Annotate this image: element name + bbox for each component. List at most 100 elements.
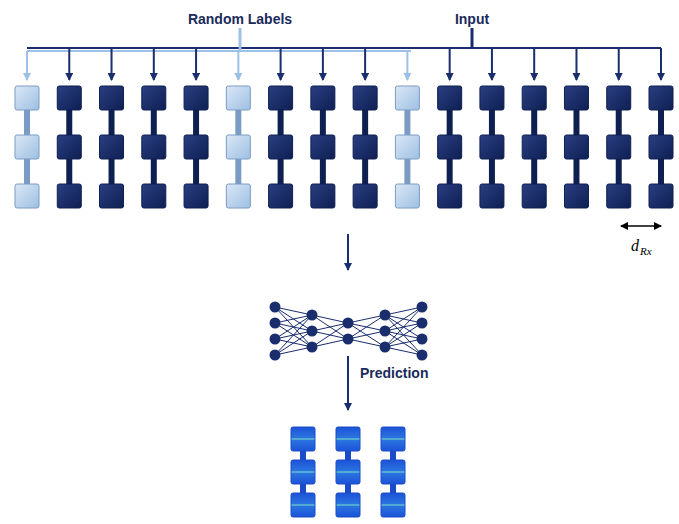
feed-arrow — [575, 48, 577, 80]
patch-square — [522, 184, 546, 208]
patch-square — [100, 135, 124, 159]
patch-square — [353, 184, 377, 208]
patch-square — [269, 86, 293, 110]
network-weight — [385, 323, 422, 347]
patch-square — [269, 135, 293, 159]
patch-square — [142, 184, 166, 208]
patch-square — [522, 86, 546, 110]
patch-square — [100, 184, 124, 208]
patch-square — [649, 135, 673, 159]
patch-square — [564, 184, 588, 208]
patch-square — [607, 135, 631, 159]
label-trunk — [239, 28, 242, 51]
feed-arrow — [322, 48, 324, 80]
flow-arrow — [347, 356, 349, 410]
feed-arrow — [26, 51, 28, 80]
network-weight — [385, 315, 422, 355]
patch-square — [649, 184, 673, 208]
network-weight — [275, 307, 312, 347]
patch-square — [15, 86, 39, 110]
patch-square — [395, 135, 419, 159]
network-weight — [348, 339, 385, 347]
network-neuron — [270, 334, 281, 345]
network-neuron — [380, 310, 391, 321]
patch-square — [522, 135, 546, 159]
patch-square — [226, 184, 250, 208]
network-weight — [348, 331, 385, 339]
network-neuron — [270, 302, 281, 313]
patch-square — [291, 493, 315, 517]
network-weight — [385, 339, 422, 347]
patch-square — [353, 135, 377, 159]
patch-square — [142, 135, 166, 159]
network-neuron — [380, 342, 391, 353]
patch-square — [381, 427, 405, 451]
feed-arrow — [364, 48, 366, 80]
network-neuron — [380, 326, 391, 337]
patch-square — [269, 184, 293, 208]
patch-square — [311, 86, 335, 110]
patch-square — [438, 135, 462, 159]
network-weight — [385, 307, 422, 347]
patch-square — [381, 460, 405, 484]
patch-square — [395, 86, 419, 110]
patch-square — [480, 86, 504, 110]
feed-arrow — [153, 48, 155, 80]
network-neuron — [307, 342, 318, 353]
patch-square — [480, 135, 504, 159]
patch-square — [607, 184, 631, 208]
feed-arrow — [533, 48, 535, 80]
feed-arrow — [660, 48, 662, 80]
step-label: Prediction — [360, 366, 428, 380]
patch-square — [438, 184, 462, 208]
patch-square — [381, 493, 405, 517]
network-neuron — [270, 350, 281, 361]
patch-square — [15, 184, 39, 208]
network-neuron — [270, 318, 281, 329]
network-neuron — [307, 326, 318, 337]
network-weight — [348, 315, 385, 339]
patch-square — [353, 86, 377, 110]
patch-square — [184, 135, 208, 159]
dimension-label: d — [631, 238, 639, 254]
patch-square — [480, 184, 504, 208]
patch-square — [226, 86, 250, 110]
patch-square — [57, 86, 81, 110]
network-neuron — [343, 318, 354, 329]
patch-square — [649, 86, 673, 110]
label-bus — [27, 50, 411, 52]
patch-square — [226, 135, 250, 159]
patch-square — [336, 493, 360, 517]
network-neuron — [307, 310, 318, 321]
patch-square — [336, 427, 360, 451]
patch-square — [57, 135, 81, 159]
dimension-subscript: Rx — [640, 246, 652, 257]
patch-square — [142, 86, 166, 110]
feed-arrow — [618, 48, 620, 80]
network-weight — [312, 339, 348, 347]
patch-square — [336, 460, 360, 484]
network-weight — [275, 315, 312, 355]
title-label: Random Labels — [188, 12, 292, 26]
feed-arrow — [280, 48, 282, 80]
patch-square — [311, 184, 335, 208]
network-neuron — [417, 318, 428, 329]
patch-square — [184, 86, 208, 110]
network-weight — [385, 347, 422, 355]
patch-square — [100, 86, 124, 110]
feed-arrow — [195, 48, 197, 80]
network-neuron — [417, 334, 428, 345]
dimension-arrow — [621, 225, 661, 227]
patch-square — [57, 184, 81, 208]
feed-arrow — [491, 48, 493, 80]
network-weight — [312, 323, 348, 347]
feed-arrow — [406, 51, 408, 80]
patch-square — [395, 184, 419, 208]
patch-square — [15, 135, 39, 159]
network-neuron — [417, 302, 428, 313]
feed-arrow — [111, 48, 113, 80]
patch-square — [184, 184, 208, 208]
input-bus — [27, 47, 661, 49]
patch-square — [438, 86, 462, 110]
